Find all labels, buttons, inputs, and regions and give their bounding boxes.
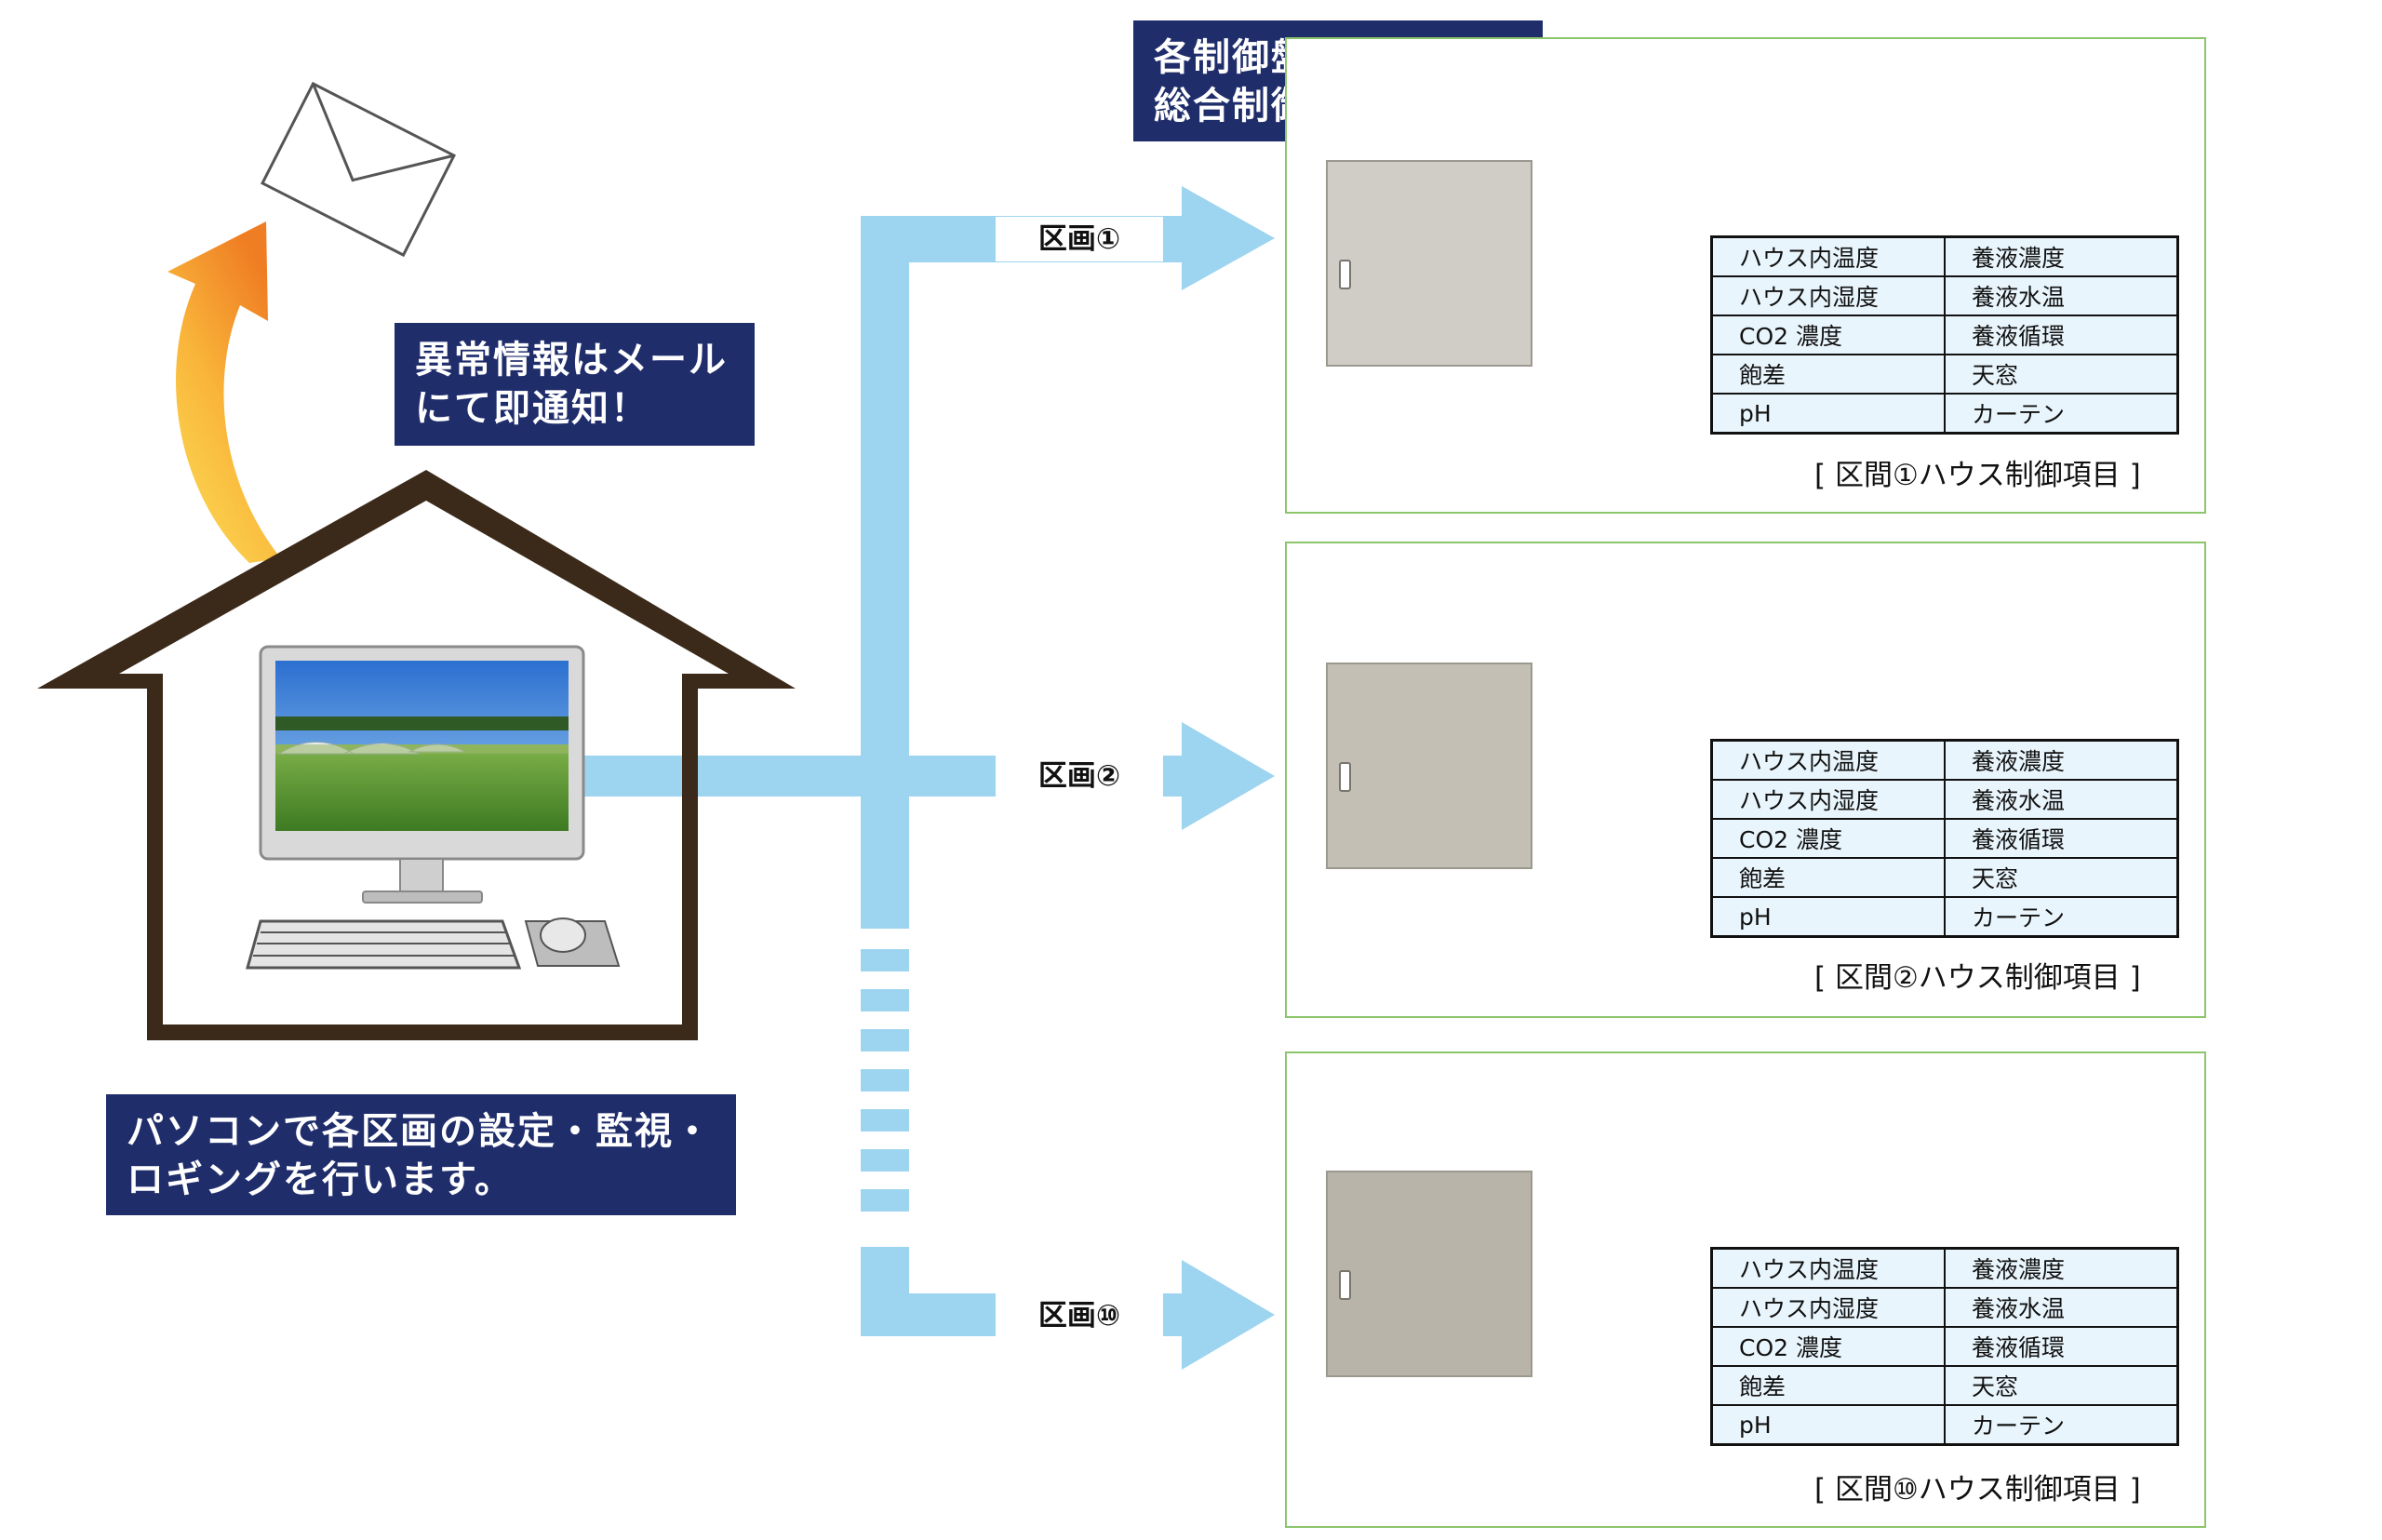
actuator-item: カーテン — [1944, 896, 2179, 938]
actuator-item: 天窓 — [1944, 1365, 2179, 1406]
mouse — [524, 917, 621, 967]
callout-line: にて即通知！ — [415, 387, 649, 430]
control-row: ハウス内湿度養液水温 — [1710, 779, 2179, 820]
keyboard — [246, 919, 522, 970]
actuator-item: カーテン — [1944, 1404, 2179, 1446]
actuator-item: 養液水温 — [1944, 275, 2179, 316]
actuator-item: 養液循環 — [1944, 1326, 2179, 1367]
zone-caption-10: [ 区間⑩ハウス制御項目 ] — [1814, 1473, 2141, 1507]
house-outline — [37, 470, 796, 1040]
actuator-item: 養液濃度 — [1944, 235, 2179, 277]
sensor-item: ハウス内湿度 — [1710, 779, 1946, 820]
computer-monitor — [259, 645, 585, 904]
control-row: CO2 濃度養液循環 — [1710, 315, 2179, 355]
sensor-item: CO2 濃度 — [1710, 1326, 1946, 1367]
actuator-item: 養液循環 — [1944, 818, 2179, 859]
zone-caption-1: [ 区間①ハウス制御項目 ] — [1814, 459, 2141, 492]
actuator-item: カーテン — [1944, 393, 2179, 435]
control-row: ハウス内温度養液濃度 — [1710, 1247, 2179, 1289]
sensor-item: ハウス内湿度 — [1710, 1287, 1946, 1328]
sensor-item: 飽差 — [1710, 1365, 1946, 1406]
sensor-item: 飽差 — [1710, 857, 1946, 898]
control-cabinet-1 — [1326, 160, 1532, 367]
control-row: 飽差天窓 — [1710, 354, 2179, 395]
zone-tag-1: 区画① — [996, 217, 1163, 261]
cabinet-latch — [1339, 259, 1351, 289]
sensor-item: ハウス内湿度 — [1710, 275, 1946, 316]
control-row: ハウス内温度養液濃度 — [1710, 235, 2179, 277]
cabinet-latch — [1339, 761, 1351, 792]
control-row: CO2 濃度養液循環 — [1710, 1326, 2179, 1367]
control-row: CO2 濃度養液循環 — [1710, 818, 2179, 859]
sensor-item: CO2 濃度 — [1710, 818, 1946, 859]
callout-alert-mail: 異常情報はメール にて即通知！ — [395, 323, 755, 446]
control-row: 飽差天窓 — [1710, 1365, 2179, 1406]
curved-arrow-icon — [167, 221, 281, 563]
sensor-item: pH — [1710, 1404, 1946, 1446]
control-cabinet-2 — [1326, 663, 1532, 869]
callout-pc-monitor: パソコンで各区画の設定・監視・ ロギングを行います。 — [106, 1094, 736, 1215]
sensor-item: ハウス内温度 — [1710, 1247, 1946, 1289]
actuator-item: 養液水温 — [1944, 1287, 2179, 1328]
actuator-item: 養液循環 — [1944, 315, 2179, 355]
sensor-item: pH — [1710, 896, 1946, 938]
sensor-item: pH — [1710, 393, 1946, 435]
actuator-item: 天窓 — [1944, 857, 2179, 898]
control-row: 飽差天窓 — [1710, 857, 2179, 898]
sensor-item: ハウス内温度 — [1710, 235, 1946, 277]
zone-tag-10: 区画⑩ — [996, 1293, 1163, 1338]
actuator-item: 天窓 — [1944, 354, 2179, 395]
cabinet-latch — [1339, 1269, 1351, 1300]
control-row: ハウス内湿度養液水温 — [1710, 275, 2179, 316]
callout-line: パソコンで各区画の設定・監視・ — [127, 1110, 713, 1153]
envelope-icon — [261, 81, 456, 258]
actuator-item: 養液水温 — [1944, 779, 2179, 820]
zone-tag-2: 区画② — [996, 754, 1163, 798]
control-row: ハウス内温度養液濃度 — [1710, 739, 2179, 781]
callout-line: 異常情報はメール — [415, 339, 728, 382]
sensor-item: 飽差 — [1710, 354, 1946, 395]
sensor-item: ハウス内温度 — [1710, 739, 1946, 781]
control-row: ハウス内湿度養液水温 — [1710, 1287, 2179, 1328]
zone-caption-2: [ 区間②ハウス制御項目 ] — [1814, 961, 2141, 995]
control-cabinet-10 — [1326, 1171, 1532, 1377]
callout-line: ロギングを行います。 — [127, 1158, 514, 1201]
actuator-item: 養液濃度 — [1944, 1247, 2179, 1289]
sensor-item: CO2 濃度 — [1710, 315, 1946, 355]
actuator-item: 養液濃度 — [1944, 739, 2179, 781]
